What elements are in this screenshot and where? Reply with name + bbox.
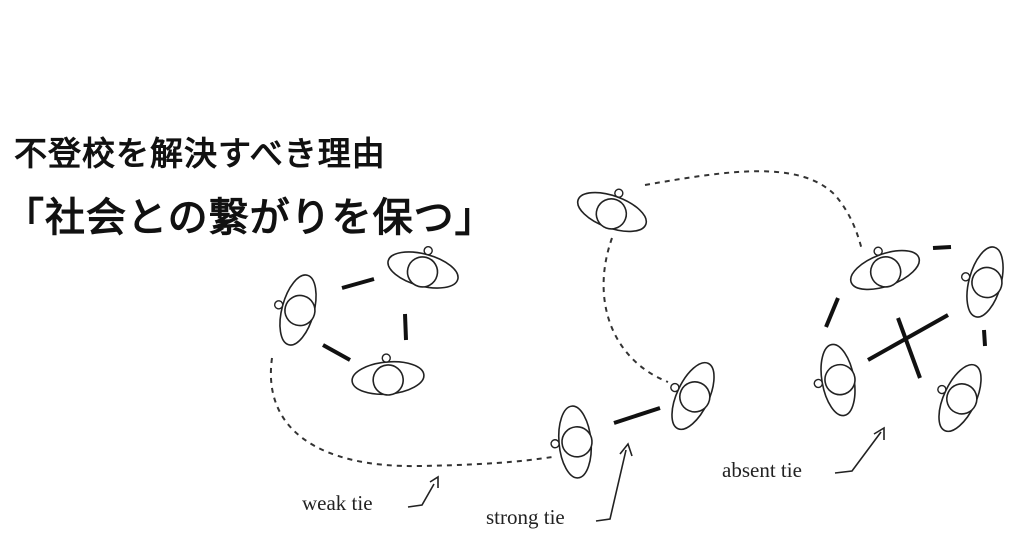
strong-tie-label: strong tie <box>486 505 565 529</box>
absent-tie-annotation: absent tie <box>722 426 885 482</box>
person <box>655 352 725 437</box>
person <box>842 234 926 300</box>
heading-line-1: 不登校を解決すべき理由 <box>14 134 386 173</box>
absent-tie-label: absent tie <box>722 458 802 482</box>
weak-tie-line-1 <box>269 357 553 468</box>
strong-tie-annotation: strong tie <box>486 442 633 529</box>
heading-line-2: 「社会との繋がりを保つ」 <box>4 195 496 241</box>
absent-tie-line <box>867 313 949 362</box>
pair-strong <box>547 352 725 481</box>
strong-tie-r3 <box>982 329 987 347</box>
person <box>383 236 465 297</box>
weak-tie-line-3 <box>644 170 863 251</box>
strong-tie-1 <box>341 277 375 290</box>
strong-tie-2 <box>403 313 408 341</box>
strong-tie-3 <box>322 343 351 362</box>
strong-tie-r1 <box>932 245 952 250</box>
person <box>922 354 992 439</box>
person <box>807 340 862 421</box>
weak-tie-label: weak tie <box>302 491 373 515</box>
person <box>349 350 427 399</box>
weak-tie-line-2 <box>602 237 669 383</box>
person <box>264 268 325 350</box>
group-right <box>807 234 1012 439</box>
weak-tie-annotation: weak tie <box>302 475 439 515</box>
group-left <box>264 236 465 399</box>
strong-tie-r2 <box>824 297 840 328</box>
person <box>951 240 1012 322</box>
person-top <box>571 176 655 242</box>
person <box>547 403 596 481</box>
absent-tie-cross <box>896 317 922 379</box>
strong-tie-center <box>613 406 661 425</box>
